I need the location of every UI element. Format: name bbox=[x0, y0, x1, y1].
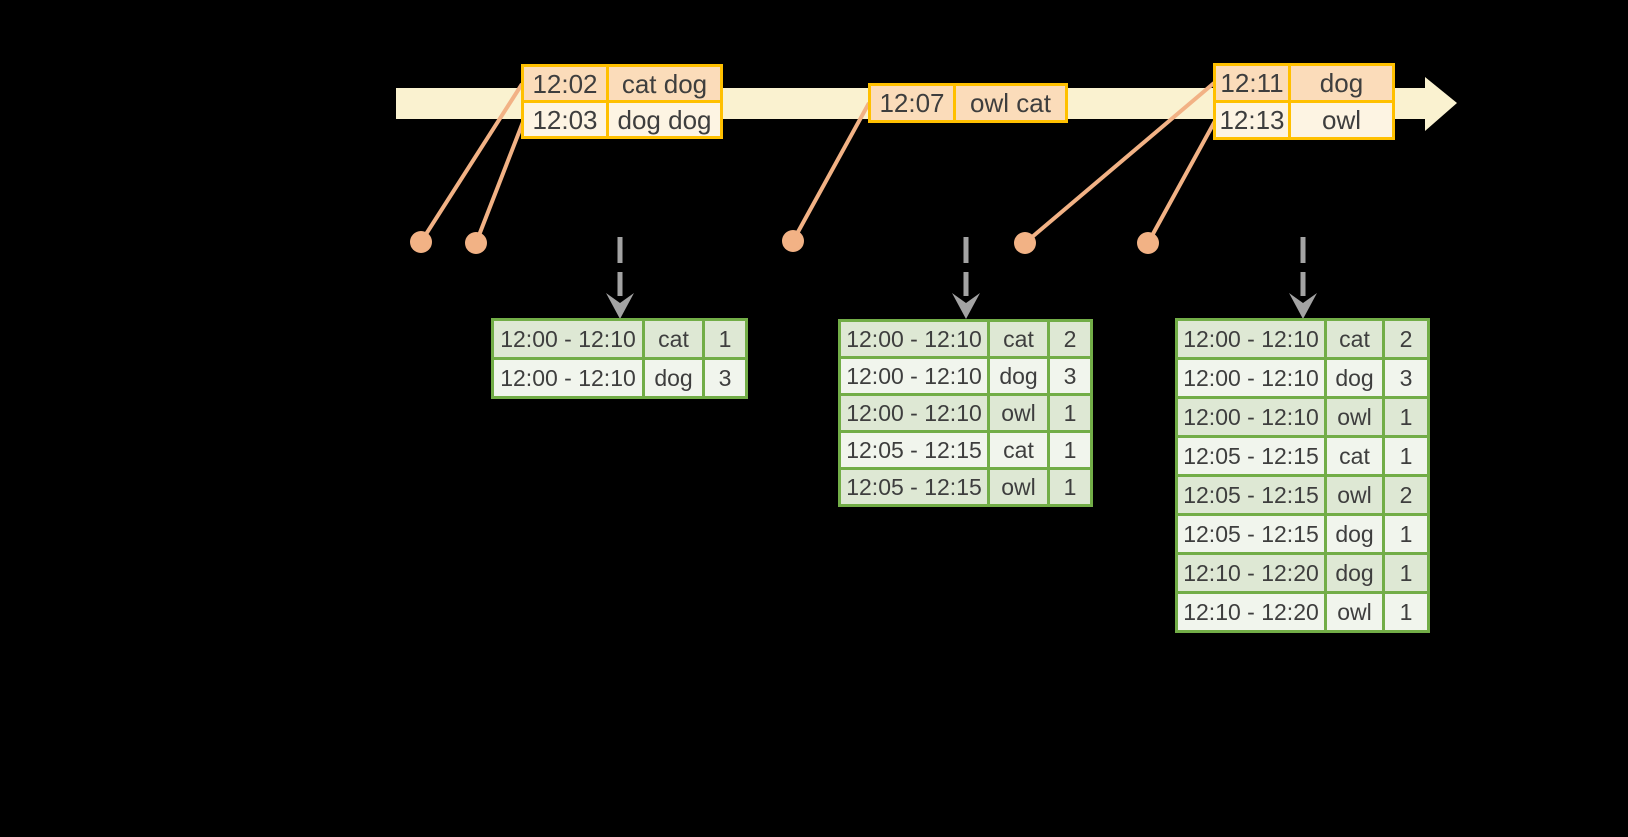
window-cell: 12:10 - 12:20 bbox=[1178, 555, 1324, 591]
event-words: cat dog bbox=[609, 67, 720, 100]
connector-line bbox=[1146, 120, 1217, 244]
event-words: dog dog bbox=[609, 103, 720, 136]
window-cell: 12:05 - 12:15 bbox=[1178, 516, 1324, 552]
event-time: 12:07 bbox=[871, 86, 953, 120]
count-cell: 3 bbox=[705, 360, 745, 396]
word-cell: dog bbox=[1327, 360, 1382, 396]
count-cell: 1 bbox=[1385, 594, 1427, 630]
event-time: 12:02 bbox=[524, 67, 606, 100]
event-table-3: 12:11 dog 12:13 owl bbox=[1213, 63, 1395, 140]
timeline-arrowhead-icon bbox=[1425, 77, 1457, 131]
window-cell: 12:00 - 12:10 bbox=[841, 396, 987, 430]
word-cell: cat bbox=[1327, 321, 1382, 357]
flow-arrow-icon bbox=[606, 237, 634, 319]
word-cell: owl bbox=[1327, 399, 1382, 435]
count-cell: 1 bbox=[1050, 433, 1090, 467]
count-cell: 1 bbox=[1385, 399, 1427, 435]
count-cell: 2 bbox=[1050, 322, 1090, 356]
window-cell: 12:00 - 12:10 bbox=[494, 321, 642, 357]
word-cell: dog bbox=[1327, 516, 1382, 552]
count-cell: 3 bbox=[1385, 360, 1427, 396]
window-cell: 12:00 - 12:10 bbox=[1178, 399, 1324, 435]
flow-arrow-icon bbox=[1289, 237, 1317, 319]
connector-line bbox=[1023, 81, 1216, 245]
event-dot-icon bbox=[782, 230, 804, 252]
connector-line bbox=[419, 82, 524, 244]
word-cell: dog bbox=[645, 360, 702, 396]
count-cell: 2 bbox=[1385, 477, 1427, 513]
event-time: 12:11 bbox=[1216, 66, 1288, 100]
connector-line bbox=[791, 102, 871, 242]
result-table-3: 12:00 - 12:10 cat 2 12:00 - 12:10 dog 3 … bbox=[1175, 318, 1430, 633]
count-cell: 1 bbox=[1385, 516, 1427, 552]
result-table-2: 12:00 - 12:10 cat 2 12:00 - 12:10 dog 3 … bbox=[838, 319, 1093, 507]
window-cell: 12:10 - 12:20 bbox=[1178, 594, 1324, 630]
event-dot-icon bbox=[1014, 232, 1036, 254]
window-cell: 12:05 - 12:15 bbox=[841, 433, 987, 467]
window-cell: 12:00 - 12:10 bbox=[494, 360, 642, 396]
count-cell: 1 bbox=[1385, 438, 1427, 474]
connector-line bbox=[474, 121, 525, 244]
event-words: dog bbox=[1291, 66, 1392, 100]
event-dot-icon bbox=[410, 231, 432, 253]
event-time: 12:13 bbox=[1216, 103, 1288, 137]
flow-arrow-icon bbox=[952, 237, 980, 319]
window-cell: 12:00 - 12:10 bbox=[1178, 321, 1324, 357]
word-cell: cat bbox=[645, 321, 702, 357]
word-cell: owl bbox=[990, 470, 1047, 504]
word-cell: owl bbox=[1327, 594, 1382, 630]
word-cell: cat bbox=[990, 322, 1047, 356]
event-dot-icon bbox=[465, 232, 487, 254]
event-time: 12:03 bbox=[524, 103, 606, 136]
word-cell: dog bbox=[1327, 555, 1382, 591]
word-cell: cat bbox=[1327, 438, 1382, 474]
window-cell: 12:05 - 12:15 bbox=[841, 470, 987, 504]
event-dot-icon bbox=[1137, 232, 1159, 254]
count-cell: 3 bbox=[1050, 359, 1090, 393]
word-cell: cat bbox=[990, 433, 1047, 467]
word-cell: dog bbox=[990, 359, 1047, 393]
count-cell: 1 bbox=[1385, 555, 1427, 591]
window-cell: 12:00 - 12:10 bbox=[841, 322, 987, 356]
window-cell: 12:05 - 12:15 bbox=[1178, 477, 1324, 513]
event-table-1: 12:02 cat dog 12:03 dog dog bbox=[521, 64, 723, 139]
word-cell: owl bbox=[990, 396, 1047, 430]
count-cell: 1 bbox=[1050, 470, 1090, 504]
window-cell: 12:00 - 12:10 bbox=[841, 359, 987, 393]
window-cell: 12:00 - 12:10 bbox=[1178, 360, 1324, 396]
event-table-2: 12:07 owl cat bbox=[868, 83, 1068, 123]
count-cell: 1 bbox=[705, 321, 745, 357]
event-words: owl bbox=[1291, 103, 1392, 137]
word-cell: owl bbox=[1327, 477, 1382, 513]
count-cell: 2 bbox=[1385, 321, 1427, 357]
result-table-1: 12:00 - 12:10 cat 1 12:00 - 12:10 dog 3 bbox=[491, 318, 748, 399]
window-cell: 12:05 - 12:15 bbox=[1178, 438, 1324, 474]
event-words: owl cat bbox=[956, 86, 1065, 120]
count-cell: 1 bbox=[1050, 396, 1090, 430]
